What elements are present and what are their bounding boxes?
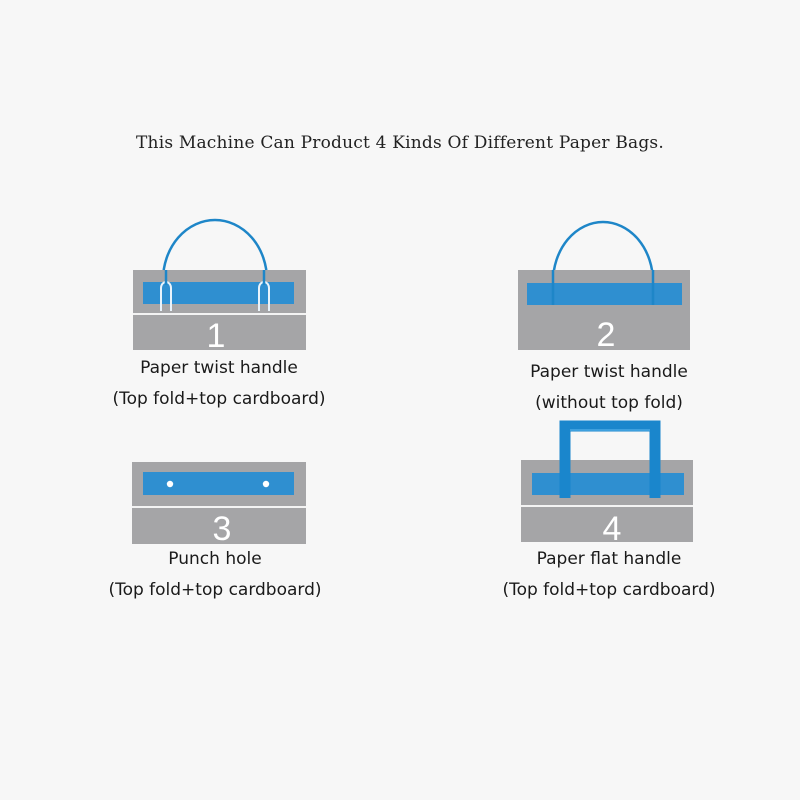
twist-handle-icon bbox=[551, 220, 655, 298]
bag-4-detail: (Top fold+top cardboard) bbox=[502, 580, 716, 600]
bag-2-detail: (without top fold) bbox=[535, 393, 683, 413]
handle-anchors bbox=[160, 270, 270, 311]
bag-2-diagram: 2 bbox=[518, 220, 690, 354]
bag-1-diagram: 1 bbox=[133, 218, 306, 355]
bag-1-name: Paper twist handle bbox=[140, 358, 298, 378]
bag-2-name: Paper twist handle bbox=[530, 362, 688, 382]
bag-3-diagram: 3 bbox=[132, 462, 306, 548]
top-cardboard-stripe bbox=[143, 282, 294, 304]
bag-4-name: Paper flat handle bbox=[536, 549, 682, 569]
top-cardboard-stripe bbox=[532, 473, 684, 495]
bag-number: 2 bbox=[597, 316, 616, 354]
bag-number: 1 bbox=[207, 317, 226, 355]
twist-handle-icon bbox=[161, 218, 269, 293]
bag-4-diagram: 4 bbox=[521, 420, 693, 548]
top-cardboard-stripe bbox=[143, 472, 294, 495]
bag-number: 3 bbox=[213, 510, 232, 548]
punch-hole-icon bbox=[166, 480, 270, 488]
bag-number: 4 bbox=[603, 510, 622, 548]
bag-3-detail: (Top fold+top cardboard) bbox=[108, 580, 322, 600]
page-title: This Machine Can Product 4 Kinds Of Diff… bbox=[136, 133, 664, 153]
flat-handle-icon bbox=[559, 420, 661, 498]
bag-1-detail: (Top fold+top cardboard) bbox=[112, 389, 326, 409]
top-stripe bbox=[527, 283, 682, 305]
bag-3-name: Punch hole bbox=[168, 549, 262, 569]
